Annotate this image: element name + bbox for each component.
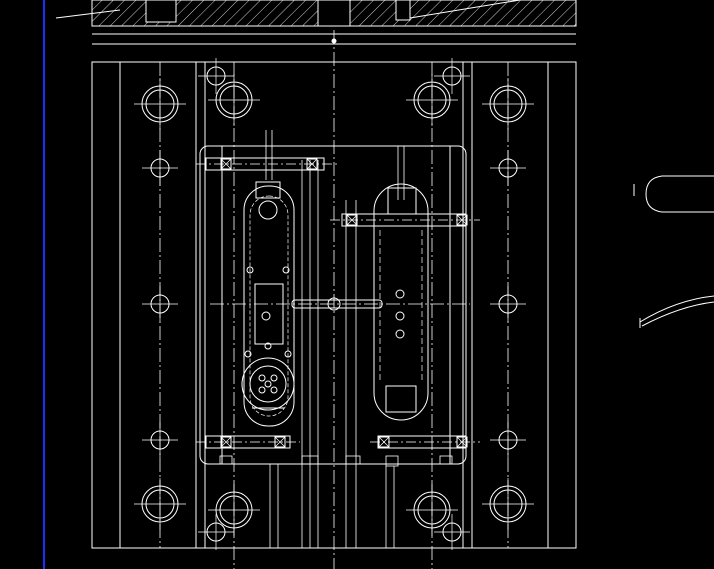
guide-pin [456, 214, 468, 226]
bolt-hole-small [198, 514, 234, 550]
side-profile-view [633, 175, 714, 328]
guide-bars [196, 157, 480, 449]
bolt-hole-large [208, 74, 260, 126]
bolt-hole-large [406, 484, 458, 536]
bolt-hole-large [482, 478, 534, 530]
bolt-hole-large [482, 78, 534, 130]
runner-lines [219, 130, 453, 548]
bolt-hole-small [490, 150, 526, 186]
bolt-hole-small [490, 422, 526, 458]
guide-pin [378, 436, 390, 448]
guide-pin [306, 158, 318, 170]
guide-pin [220, 436, 232, 448]
bolt-holes-small [142, 58, 526, 550]
right-part-outline [373, 183, 429, 421]
bolt-hole-small [142, 286, 178, 322]
bolt-hole-small [434, 58, 470, 94]
guide-pins [220, 158, 468, 448]
sprue-runner [210, 297, 470, 311]
bolt-hole-small [198, 58, 234, 94]
bolt-hole-small [142, 422, 178, 458]
guide-pin [274, 436, 286, 448]
bolt-hole-large [208, 484, 260, 536]
bolt-hole-small [142, 150, 178, 186]
bolt-hole-small [434, 514, 470, 550]
bolt-hole-large [134, 478, 186, 530]
guide-pin [346, 214, 358, 226]
cavity-plate [199, 145, 467, 465]
bolt-holes-large [134, 74, 534, 536]
guide-pin [456, 436, 468, 448]
bolt-hole-small [490, 286, 526, 322]
bolt-hole-large [406, 74, 458, 126]
guide-pin [220, 158, 232, 170]
top-section-view [55, 0, 577, 45]
left-part-outline [241, 181, 295, 427]
bolt-hole-large [134, 78, 186, 130]
